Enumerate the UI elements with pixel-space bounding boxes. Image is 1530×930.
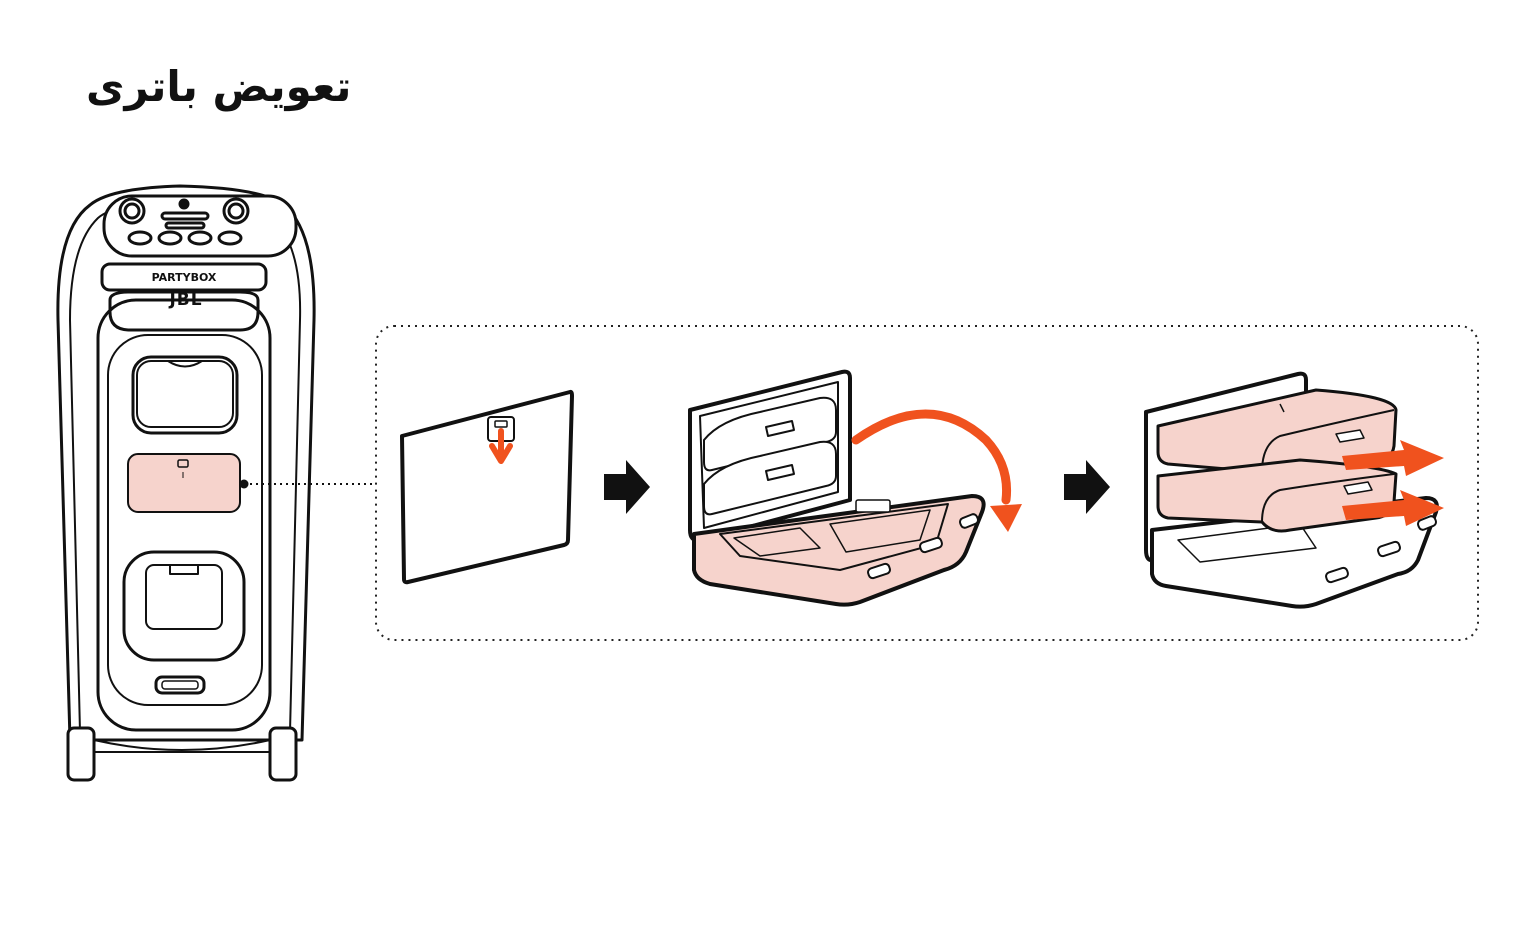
page-title: تعویض باتری xyxy=(86,62,352,111)
control-buttons xyxy=(127,230,243,246)
brand-label: PARTYBOX xyxy=(152,271,217,284)
step-1-cover-panel xyxy=(400,389,574,585)
down-arrow-icon xyxy=(489,428,513,464)
battery-lower xyxy=(1156,458,1398,533)
rotate-arrow-icon xyxy=(851,409,1022,532)
step-arrow-2 xyxy=(1064,460,1110,514)
callout-frame xyxy=(375,325,1479,641)
battery-cover-highlight xyxy=(127,453,241,513)
callout-dot xyxy=(239,479,249,489)
pull-out-arrows-icon xyxy=(1342,440,1444,526)
step-3-pull-batteries xyxy=(1144,371,1439,609)
partybox-strip xyxy=(100,262,268,292)
step-2-open-tray xyxy=(688,369,986,607)
top-knobs xyxy=(118,197,250,230)
step-arrow-1 xyxy=(604,460,650,514)
jbl-logo: JBL xyxy=(168,290,202,310)
